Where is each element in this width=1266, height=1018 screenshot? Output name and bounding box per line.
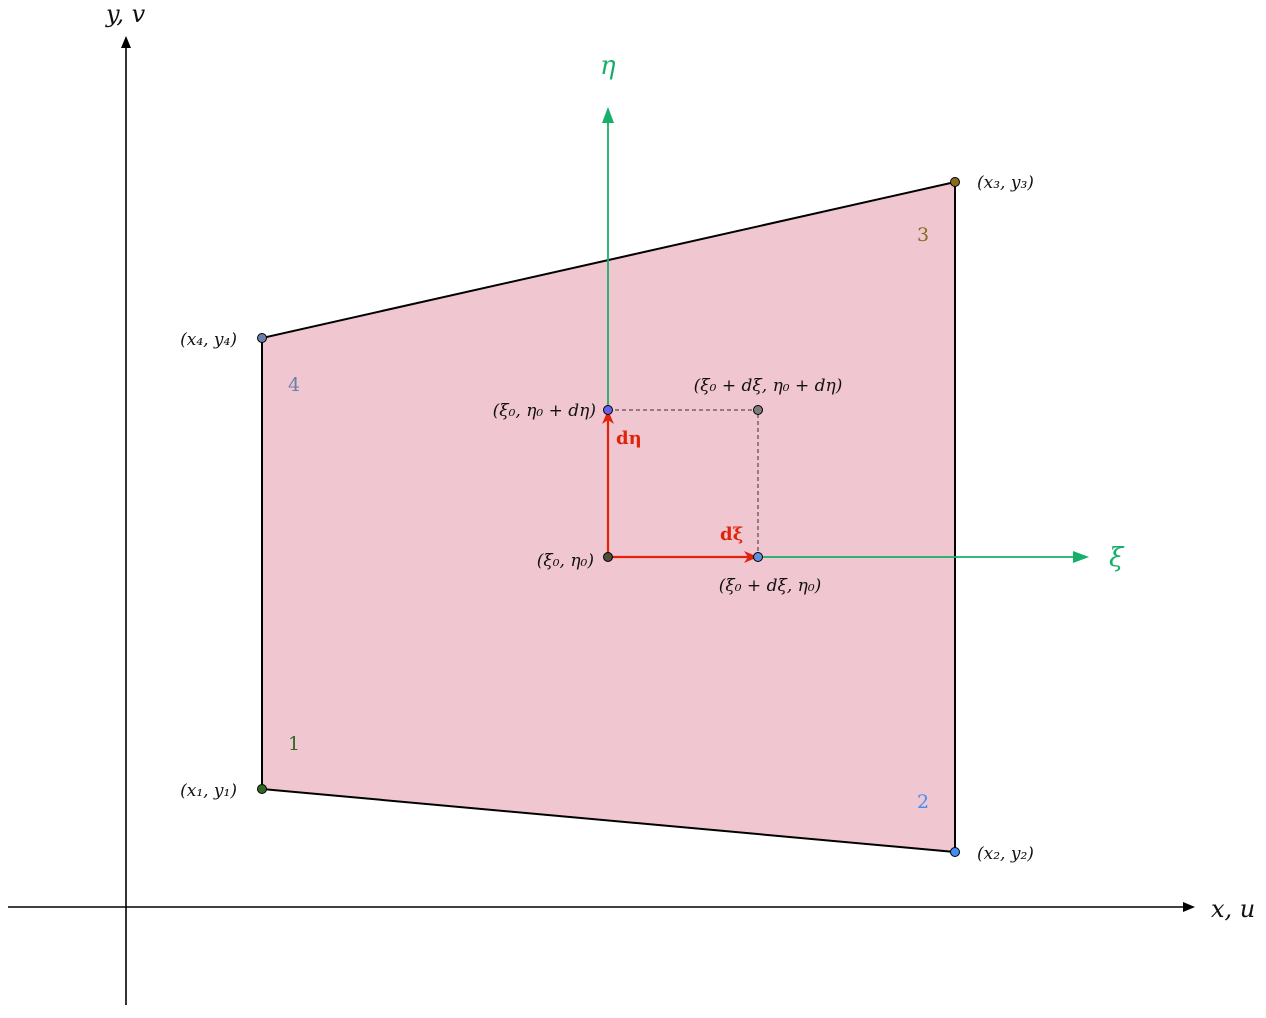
- eta-step-point-label: (ξ₀, η₀ + dη): [493, 401, 596, 421]
- node-1-marker: [257, 784, 267, 794]
- eta-axis-label: η: [600, 51, 616, 81]
- eta-step-point-marker: [603, 405, 613, 415]
- origin-point-label: (ξ₀, η₀): [537, 551, 594, 571]
- node-1-coords: (x₁, y₁): [180, 781, 237, 801]
- xi-step-point-label: (ξ₀ + dξ, η₀): [719, 576, 822, 596]
- node-4-marker: [257, 333, 267, 343]
- node-number-3: 3: [917, 224, 929, 246]
- node-number-1: 1: [288, 733, 300, 755]
- xi-axis-label: ξ: [1109, 543, 1125, 573]
- node-2-marker: [950, 847, 960, 857]
- origin-point-marker: [603, 552, 613, 562]
- corner-point-label: (ξ₀ + dξ, η₀ + dη): [694, 376, 843, 396]
- node-number-2: 2: [917, 791, 929, 813]
- corner-point-marker: [753, 405, 763, 415]
- node-4-coords: (x₄, y₄): [180, 330, 237, 350]
- xi-step-point-marker: [753, 552, 763, 562]
- y-axis-label: y, v: [105, 0, 146, 28]
- node-3-coords: (x₃, y₃): [977, 173, 1034, 193]
- d-xi-label: dξ: [720, 524, 743, 545]
- d-eta-label: dη: [616, 428, 642, 449]
- node-3-marker: [950, 177, 960, 187]
- node-2-coords: (x₂, y₂): [977, 844, 1034, 864]
- x-axis-label: x, u: [1211, 895, 1255, 923]
- node-number-4: 4: [288, 374, 300, 396]
